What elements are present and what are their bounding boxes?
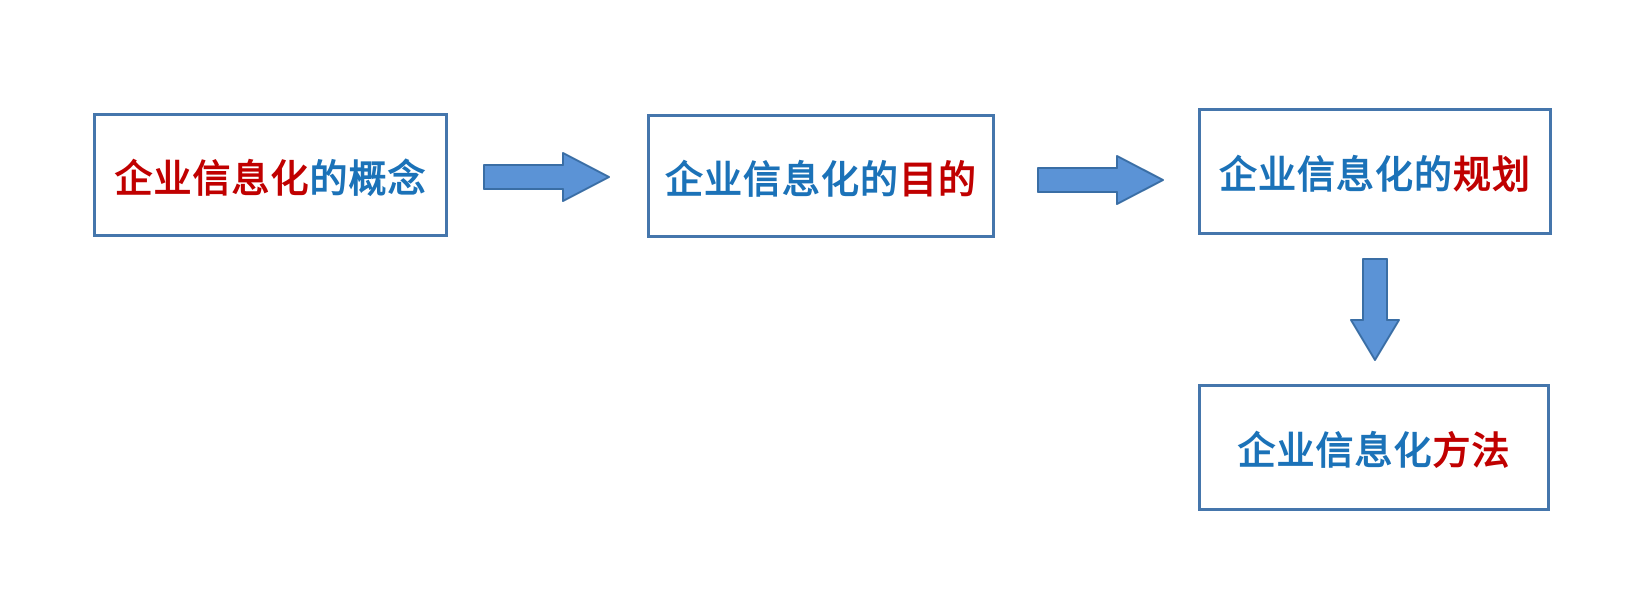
- box-concept-text-part1: 企业信息化: [114, 158, 310, 201]
- down-arrow-icon: [1350, 258, 1400, 361]
- box-planning-text-part2: 规划: [1453, 155, 1532, 197]
- box-planning-text-part1: 企业信息化的: [1218, 155, 1453, 197]
- right-arrow-purpose-to-planning: [1037, 154, 1165, 206]
- right-arrow-icon: [1037, 155, 1164, 205]
- flow-box-purpose: 企业信息化的目的: [647, 114, 995, 238]
- right-arrow-concept-to-purpose: [483, 151, 611, 203]
- box-purpose-text-part2: 目的: [899, 159, 978, 202]
- box-methods-text-part1: 企业信息化: [1237, 431, 1433, 473]
- flow-box-planning: 企业信息化的规划: [1198, 108, 1552, 235]
- down-arrow-planning-to-methods: [1349, 258, 1401, 362]
- flow-box-methods: 企业信息化方法: [1198, 384, 1550, 511]
- box-methods-text-part2: 方法: [1432, 431, 1511, 473]
- flow-box-concept: 企业信息化的概念: [93, 113, 448, 237]
- box-purpose-text-part1: 企业信息化的: [664, 159, 899, 202]
- box-concept-text-part2: 的概念: [309, 158, 427, 201]
- right-arrow-icon: [483, 152, 610, 202]
